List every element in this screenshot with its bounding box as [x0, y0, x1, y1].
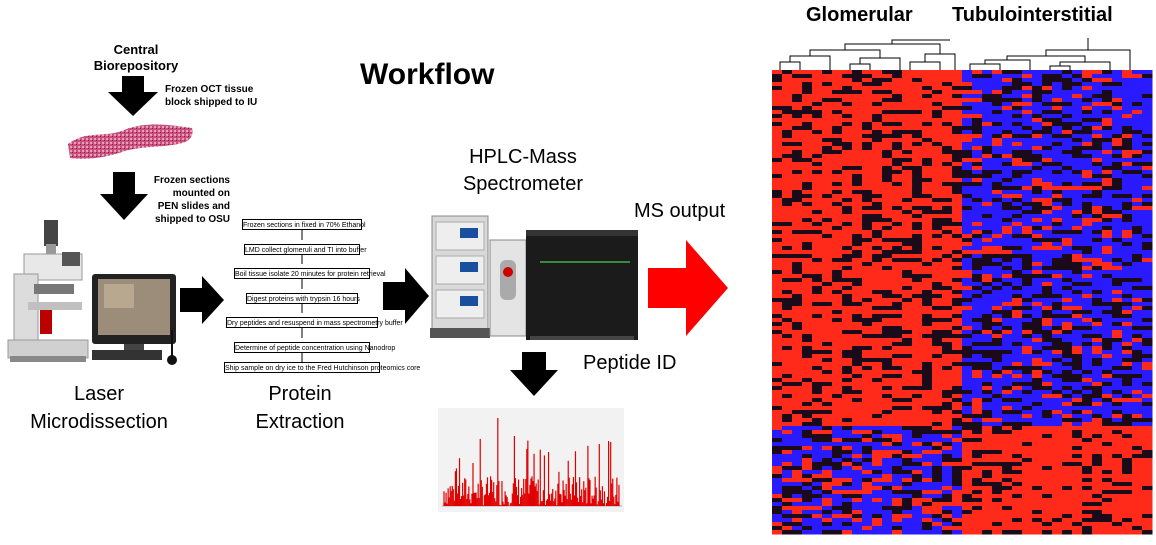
- heatmap: [772, 70, 1153, 535]
- glomerular-label: Glomerular: [806, 4, 913, 26]
- hplc-instrument-image: [430, 215, 638, 340]
- peptide-id-label: Peptide ID: [583, 352, 677, 374]
- dendrogram: [779, 38, 1131, 70]
- arrow-right-1: [180, 276, 224, 324]
- red-arrow: [648, 240, 728, 336]
- protocol-step-7: Ship sample on dry ice to the Fred Hutch…: [224, 362, 420, 373]
- protocol-step-6: Determine of peptide concentration using…: [234, 342, 395, 353]
- laser-microdissection-image: [7, 220, 177, 365]
- page-title: Workflow: [360, 58, 495, 91]
- hplc-label: HPLC-Mass Spectrometer: [462, 146, 584, 195]
- protocol-step-4: Digest proteins with trypsin 16 hours: [246, 293, 360, 304]
- arrow-down-1: [108, 76, 158, 116]
- protocol-step-1: Frozen sections in fixed in 70% Ethanol: [242, 219, 366, 230]
- tubulointerstitial-label: Tubulointerstitial: [952, 4, 1113, 26]
- ms-output-label: MS output: [634, 200, 726, 222]
- protocol-step-5: Dry peptides and resuspend in mass spect…: [226, 317, 403, 328]
- tissue-section-image: [68, 124, 193, 159]
- section-note: Frozen sections mounted on PEN slides an…: [153, 175, 230, 225]
- protocol-step-3: Boil tissue isolate 20 minutes for prote…: [234, 268, 386, 279]
- protocol-connectors: [301, 230, 303, 362]
- laser-label: Laser Microdissection: [30, 383, 168, 433]
- protein-label: Protein Extraction: [255, 383, 345, 433]
- arrow-right-2: [383, 268, 429, 324]
- arrow-down-2: [100, 172, 148, 220]
- protocol-flowchart: Frozen sections in fixed in 70% Ethanol …: [224, 214, 420, 374]
- biorepository-label: Central Biorepository: [93, 42, 179, 73]
- mass-spectrum: [438, 408, 624, 512]
- shipment-note: Frozen OCT tissue block shipped to IU: [165, 84, 258, 108]
- protocol-step-2: LMD collect glomeruli and TI into buffer: [244, 244, 367, 255]
- arrow-down-3: [510, 352, 558, 396]
